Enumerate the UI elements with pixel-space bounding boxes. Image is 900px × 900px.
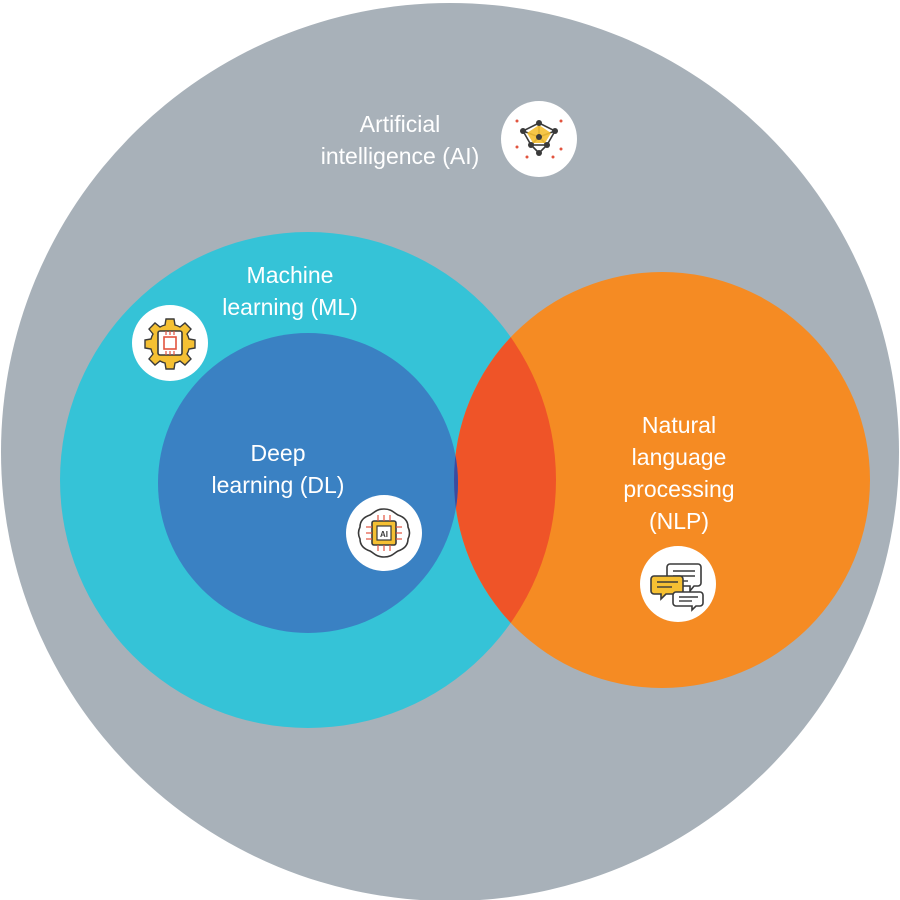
nlp-circle	[454, 272, 870, 688]
brain-network-icon	[501, 101, 577, 177]
chat-bubbles-icon	[640, 546, 716, 622]
gear-chip-icon	[132, 305, 208, 381]
ai-chip-icon: AI	[346, 495, 422, 571]
ai-label: Artificial intelligence (AI)	[300, 108, 500, 172]
dl-label-line-1: Deep	[250, 440, 306, 466]
ai-label-line-2: intelligence (AI)	[320, 143, 480, 169]
dl-label: Deep learning (DL)	[178, 437, 378, 501]
ml-label-line-1: Machine	[246, 262, 334, 288]
nlp-label: Natural language processing (NLP)	[579, 409, 779, 537]
nlp-label-line-1: Natural	[641, 412, 717, 438]
dl-label-line-2: learning (DL)	[211, 472, 345, 498]
ml-label-line-2: learning (ML)	[222, 294, 358, 320]
ai-label-line-1: Artificial	[359, 111, 441, 137]
svg-text:AI: AI	[380, 530, 388, 539]
nlp-label-line-2: language	[631, 444, 727, 470]
ml-label: Machine learning (ML)	[190, 259, 390, 323]
nlp-label-line-3: processing	[623, 476, 735, 502]
nlp-label-line-4: (NLP)	[648, 508, 710, 534]
